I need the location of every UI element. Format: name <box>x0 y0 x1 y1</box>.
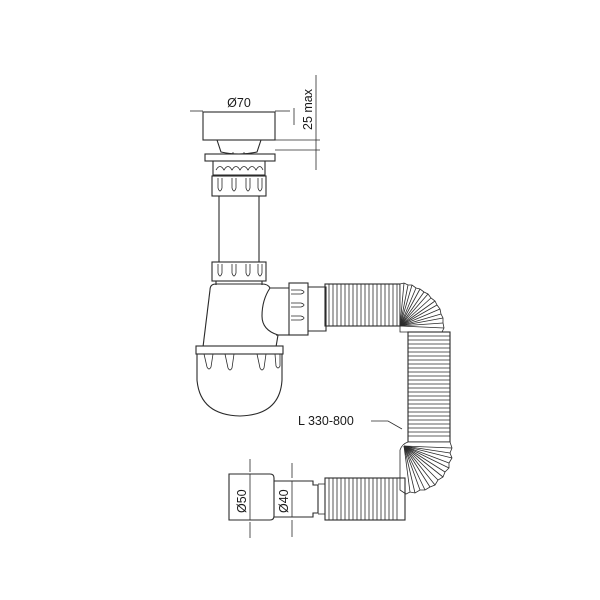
strainer-cap <box>202 111 276 158</box>
label-outlet-inner-diameter: Ø40 <box>277 489 291 513</box>
trap-bottom-cap <box>195 345 284 417</box>
vertical-tube <box>218 196 260 262</box>
corrugated-hose <box>324 282 453 521</box>
label-outlet-outer-diameter: Ø50 <box>235 489 249 513</box>
bottle-trap-body <box>202 283 290 348</box>
dimension-height-max: 25 max <box>275 75 320 170</box>
outlet-adapter: Ø50 Ø40 <box>228 459 325 538</box>
side-nut <box>288 282 327 336</box>
label-hose-length: L 330-800 <box>298 414 354 428</box>
lower-nut <box>211 261 267 285</box>
label-height-max: 25 max <box>301 88 315 130</box>
dimension-hose-length: L 330-800 <box>298 414 403 430</box>
sink-flange <box>204 153 276 176</box>
upper-nut <box>211 175 267 197</box>
dimension-top-diameter: Ø70 <box>190 96 290 112</box>
label-top-diameter: Ø70 <box>227 96 251 110</box>
